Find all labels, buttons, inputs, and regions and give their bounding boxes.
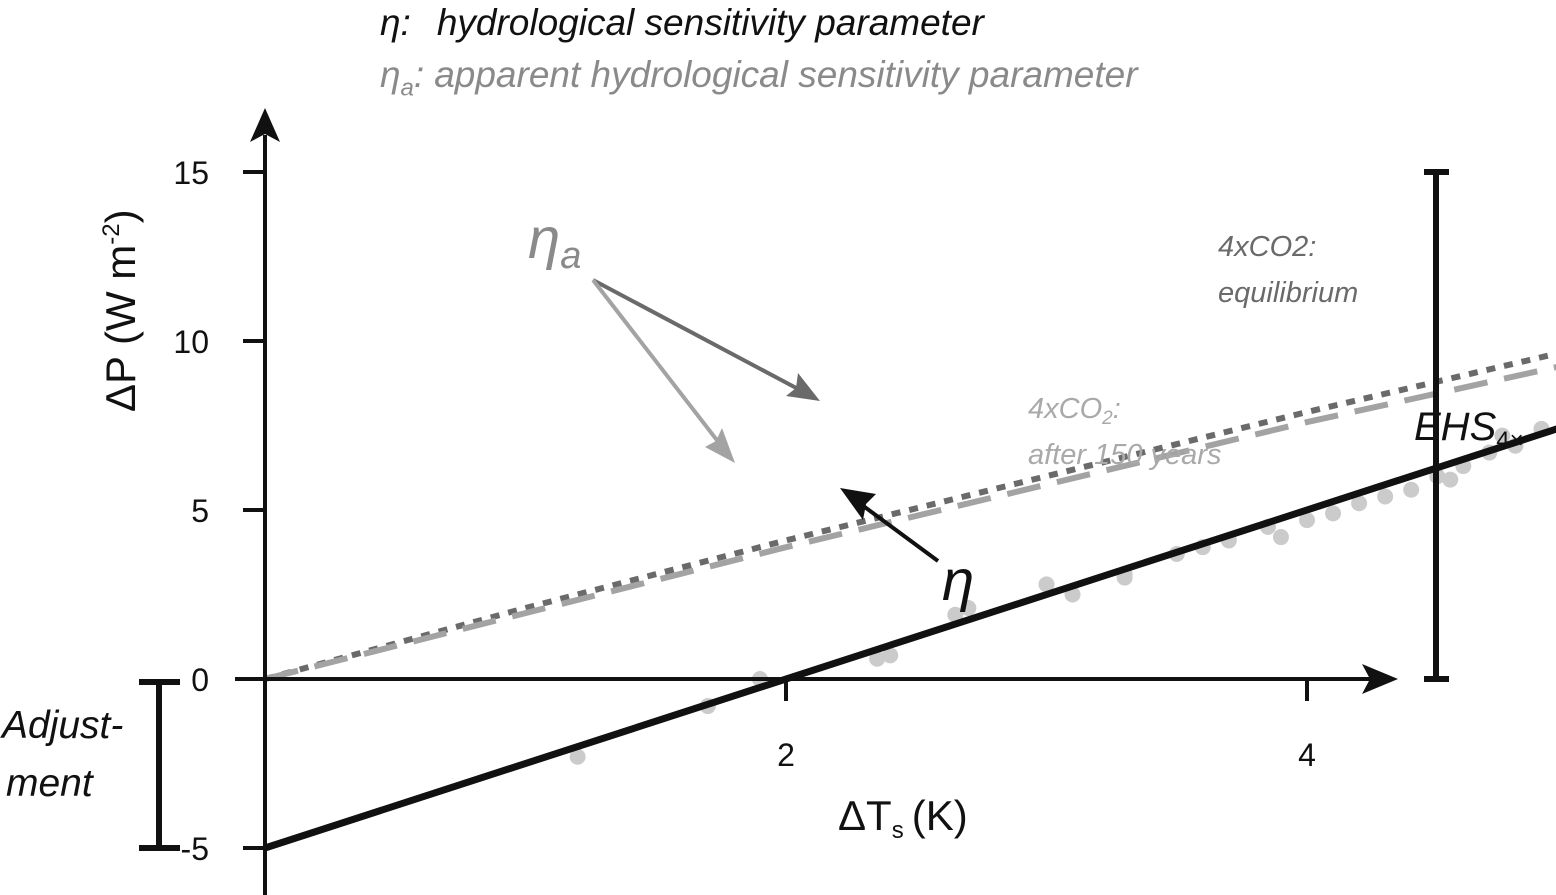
x-axis-label-sub: s [892,817,904,844]
x-axis-arrowhead [1362,664,1398,694]
legend-eta-a-text: apparent hydrological sensitivity parame… [434,54,1138,95]
series-line-eta-a-equilibrium [264,350,1556,682]
scatter-point [882,647,899,664]
legend-eta-text: hydrological sensitivity parameter [436,2,984,43]
legend-eta-a-symbol: η [380,54,401,95]
ehs-bracket [1424,169,1449,682]
adjustment-bracket [139,679,180,851]
y-tick-label: 15 [173,155,209,191]
after-line1-a: 4xCO [1028,393,1102,425]
x-axis-label: ΔTs (K) [838,792,968,844]
equilibrium-line2: equilibrium [1218,277,1358,309]
eta-a-label-main: η [528,206,560,271]
y-axis-arrowhead [250,108,280,142]
eta-a-arrowhead-light [705,428,735,463]
x-tick-label: 2 [777,737,795,773]
x-axis-label-unit: (K) [912,792,968,839]
ehs-label: EHS4× [1414,405,1524,454]
series-line-eta-a-150yr [264,364,1556,682]
ehs-label-main: EHS [1414,405,1497,449]
eta-arrow [860,503,940,563]
scatter-point [1494,427,1511,444]
y-tick-label: 0 [191,662,209,698]
y-axis-label-close: ) [97,209,144,223]
y-axis-label: ΔP (W m-2) [97,209,144,412]
after-150-years-line2: after 150 years [1028,439,1221,471]
x-tick-label: 4 [1298,737,1316,773]
scatter-point [1272,529,1289,546]
y-tick-label: 10 [173,324,209,360]
legend-line-eta-a: ηa:apparent hydrological sensitivity par… [380,54,1138,102]
y-axis-label-main: ΔP (W m [97,245,144,412]
equilibrium-line1: 4xCO2: [1218,231,1316,263]
tick-marks [243,170,1309,850]
eta-a-label-sub: a [560,235,581,277]
eta-label: η [942,548,974,613]
scatter-point [1325,505,1342,522]
scatter-point [1351,495,1368,512]
series-lines [263,350,1556,852]
ehs-label-sub: 4× [1496,427,1523,454]
scatter-point [947,606,964,623]
eta-a-label: ηa [528,206,581,277]
after-150-years-label: 4xCO2: [1028,393,1121,429]
scatter-point [1038,576,1055,593]
eta-a-arrow-light [591,278,725,450]
y-tick-label: -5 [181,831,209,867]
after-line1-b: : [1113,393,1121,425]
equilibrium-label: 4xCO2: equilibrium [1218,231,1358,309]
legend-line-eta: η: hydrological sensitivity parameter [380,2,984,44]
scatter-point [1377,488,1394,505]
adjustment-line2: ment [6,762,95,805]
scatter-point [1442,471,1459,488]
scatter-point [960,600,977,617]
scatter-point [569,748,586,765]
x-axis-label-main: ΔT [838,792,892,839]
after-line1-sub: 2 [1101,408,1113,429]
adjustment-label: Adjust- ment [0,704,134,805]
eta-a-arrowhead-dark [786,373,820,401]
eta-arrowhead [840,488,876,520]
scatter-point [1299,512,1315,529]
legend-eta-a-colon: : [413,54,425,95]
legend-eta-a-sub: a [400,74,414,102]
series-line-eta [263,425,1556,852]
adjustment-line1: Adjust- [0,704,123,747]
y-tick-label: 5 [191,493,209,529]
legend-eta-symbol: η: [380,2,411,43]
scatter-point [1403,481,1420,498]
eta-a-arrow-dark [592,278,801,392]
y-axis-label-sup: -2 [98,223,125,244]
axes [235,108,1398,895]
scatter-point [869,650,886,667]
